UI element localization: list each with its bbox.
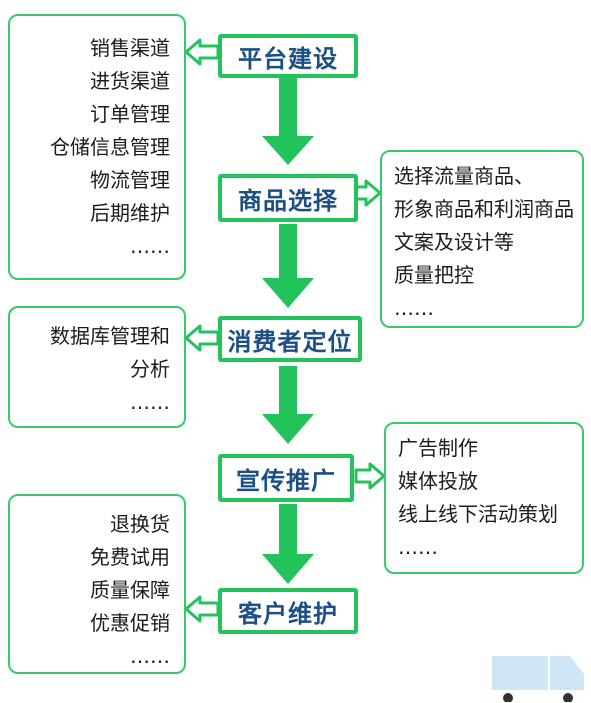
- platform-detail-item: 物流管理: [90, 168, 170, 192]
- promotion-detail-item: 广告制作: [398, 436, 478, 460]
- promotion-detail-item: ……: [398, 535, 438, 559]
- flow-arrow-icon: [184, 595, 220, 623]
- customer-detail-item: 质量保障: [90, 578, 170, 602]
- flow-arrow-icon: [262, 366, 314, 444]
- customer-detail-item: 优惠促销: [90, 611, 170, 635]
- promotion-detail-item: 媒体投放: [398, 469, 478, 493]
- flow-arrow-icon: [184, 38, 220, 66]
- flow-arrow-icon: [262, 78, 314, 165]
- platform-detail-item: 仓储信息管理: [50, 135, 170, 159]
- product-detail-item: ……: [394, 296, 434, 320]
- platform-details-panel: 销售渠道 进货渠道 订单管理 仓储信息管理 物流管理 后期维护 ……: [8, 14, 186, 280]
- platform-detail-item: 订单管理: [90, 102, 170, 126]
- product-details-panel: 选择流量商品、 形象商品和利润商品 文案及设计等 质量把控 ……: [380, 150, 584, 328]
- consumer-details-panel: 数据库管理和 分析 ……: [8, 306, 186, 428]
- customer-detail-item: ……: [130, 644, 170, 668]
- step-consumer-positioning: 消费者定位: [218, 316, 362, 362]
- customer-detail-item: 免费试用: [90, 545, 170, 569]
- flow-arrow-icon: [354, 462, 386, 490]
- product-detail-item: 选择流量商品、: [394, 164, 534, 188]
- product-detail-item: 质量把控: [394, 263, 474, 287]
- product-detail-item: 文案及设计等: [394, 230, 514, 254]
- step-promotion: 宣传推广: [218, 454, 354, 502]
- platform-detail-item: ……: [130, 234, 170, 258]
- step-customer-maintenance: 客户维护: [218, 588, 358, 634]
- step-platform-building: 平台建设: [218, 34, 358, 78]
- promotion-detail-item: 线上线下活动策划: [398, 502, 558, 526]
- promotion-details-panel: 广告制作 媒体投放 线上线下活动策划 ……: [384, 422, 584, 574]
- platform-detail-item: 进货渠道: [90, 69, 170, 93]
- truck-icon: [492, 656, 584, 702]
- platform-detail-item: 销售渠道: [90, 36, 170, 60]
- flow-arrow-icon: [262, 224, 314, 308]
- customer-details-panel: 退换货 免费试用 质量保障 优惠促销 ……: [8, 494, 186, 674]
- consumer-detail-item: ……: [130, 390, 170, 414]
- step-product-selection: 商品选择: [218, 174, 358, 222]
- consumer-detail-item: 分析: [130, 357, 170, 381]
- product-detail-item: 形象商品和利润商品: [394, 197, 574, 221]
- platform-detail-item: 后期维护: [90, 201, 170, 225]
- consumer-detail-item: 数据库管理和: [50, 324, 170, 348]
- flow-arrow-icon: [184, 324, 220, 352]
- flow-arrow-icon: [262, 504, 314, 584]
- customer-detail-item: 退换货: [110, 512, 170, 536]
